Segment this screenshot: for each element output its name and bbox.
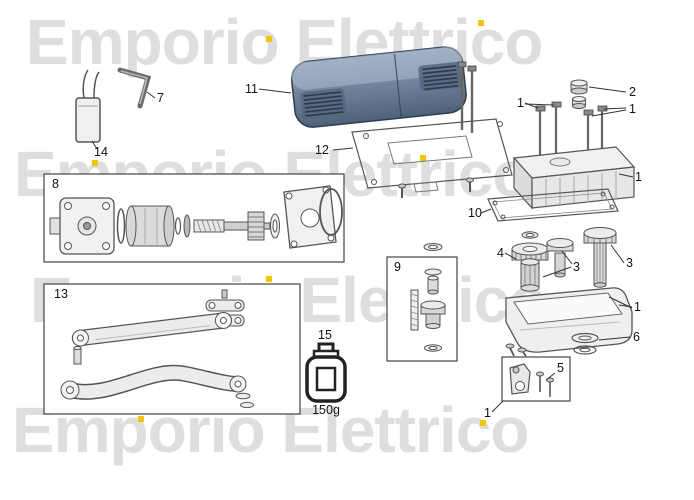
callout-10: 10 [468, 206, 482, 220]
callout-6: 6 [633, 330, 640, 344]
gearbox-body-drawing [512, 146, 636, 210]
callout-4: 4 [497, 246, 504, 260]
callout-1-screws-left: 1 [517, 96, 524, 110]
part-5-bracket-drawing [509, 363, 554, 397]
callout-5: 5 [557, 361, 564, 375]
callout-8: 8 [52, 177, 59, 191]
callout-1-housing: 1 [634, 300, 641, 314]
callout-7: 7 [157, 91, 164, 105]
watermark-accent-dot [266, 276, 272, 282]
cover-left-vent [303, 91, 344, 117]
cover-right-vent [422, 65, 459, 91]
part-12-mounting-plate-drawing [351, 118, 513, 198]
part-14-capacitor-drawing [75, 69, 101, 150]
callout-3-right: 3 [626, 256, 633, 270]
watermark-accent-dot [420, 155, 426, 161]
part-11-cover-drawing [290, 46, 467, 128]
part-7-hex-key-drawing [117, 67, 156, 109]
watermark-accent-dot [478, 20, 484, 26]
bottom-housing-drawing [505, 287, 633, 357]
callout-9: 9 [394, 260, 401, 274]
part-9-shaft-kit-drawing [410, 268, 446, 352]
cover-fixing-screws [457, 61, 477, 133]
callout-12: 12 [315, 143, 329, 157]
part-2-breather-plug-drawing [570, 79, 588, 109]
part-13-arms-drawing [60, 289, 254, 409]
callout-3-left: 3 [573, 260, 580, 274]
part-10-gasket-drawing [487, 188, 619, 222]
callout-11: 11 [245, 82, 258, 96]
watermark-accent-dot [480, 420, 486, 426]
gearbox-screws [535, 101, 608, 163]
watermark-accent-dot [92, 160, 98, 166]
callout-1-screws-right: 1 [629, 102, 636, 116]
callout-14: 14 [94, 145, 108, 159]
callout-13: 13 [54, 287, 68, 301]
callout-2: 2 [629, 85, 636, 99]
watermark-accent-dot [266, 36, 272, 42]
callout-15: 15 [318, 328, 332, 342]
watermark-accent-dot [138, 416, 144, 422]
part-15-grease-drawing [305, 342, 347, 403]
bearing-ring-inner [428, 244, 438, 250]
callout-1-bracket: 1 [484, 406, 491, 420]
callout-1-gearbox: 1 [635, 170, 642, 184]
grease-weight-label: 150g [312, 403, 340, 417]
part-8-motor-assembly-drawing [49, 185, 343, 255]
